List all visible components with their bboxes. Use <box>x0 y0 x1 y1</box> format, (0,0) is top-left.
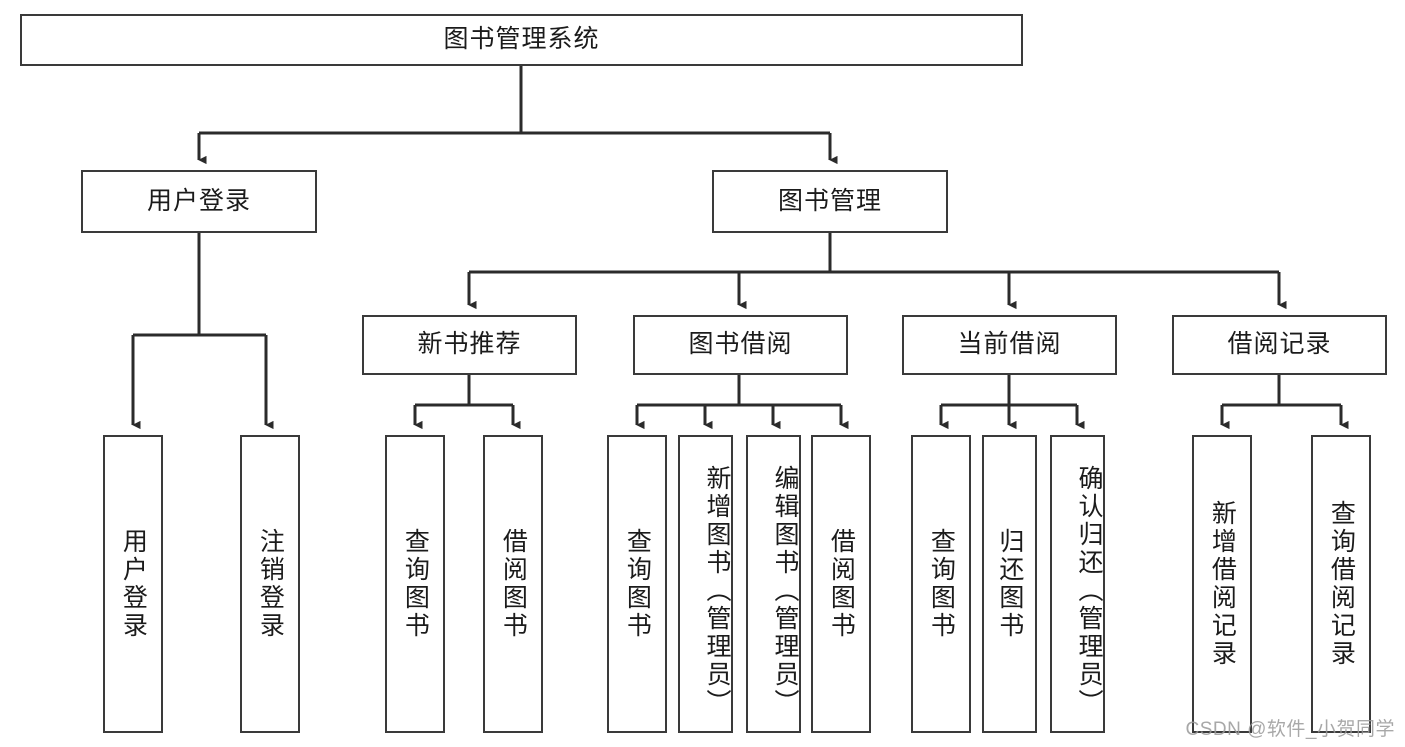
leaf-edit-book-admin[interactable]: 编辑图书（管理员） <box>746 435 801 733</box>
leaf-user-logout[interactable]: 注销登录 <box>240 435 300 733</box>
node-book-management[interactable]: 图书管理 <box>712 170 948 233</box>
leaf-query-book-current[interactable]: 查询图书 <box>911 435 971 733</box>
leaf-borrow-book-recommend[interactable]: 借阅图书 <box>483 435 543 733</box>
leaf-return-book[interactable]: 归还图书 <box>982 435 1037 733</box>
node-new-book-recommend[interactable]: 新书推荐 <box>362 315 577 375</box>
node-book-borrow[interactable]: 图书借阅 <box>633 315 848 375</box>
leaf-add-borrow-record[interactable]: 新增借阅记录 <box>1192 435 1252 733</box>
node-current-borrow[interactable]: 当前借阅 <box>902 315 1117 375</box>
csdn-watermark: CSDN @软件_小贺同学 <box>1185 719 1395 740</box>
leaf-confirm-return-admin[interactable]: 确认归还（管理员） <box>1050 435 1105 733</box>
leaf-borrow-book[interactable]: 借阅图书 <box>811 435 871 733</box>
leaf-query-borrow-record[interactable]: 查询借阅记录 <box>1311 435 1371 733</box>
leaf-user-login[interactable]: 用户登录 <box>103 435 163 733</box>
leaf-query-book-recommend[interactable]: 查询图书 <box>385 435 445 733</box>
leaf-add-book-admin[interactable]: 新增图书（管理员） <box>678 435 733 733</box>
node-user-login[interactable]: 用户登录 <box>81 170 317 233</box>
node-root-book-management-system[interactable]: 图书管理系统 <box>20 14 1023 66</box>
node-borrow-record[interactable]: 借阅记录 <box>1172 315 1387 375</box>
leaf-query-book-borrow[interactable]: 查询图书 <box>607 435 667 733</box>
